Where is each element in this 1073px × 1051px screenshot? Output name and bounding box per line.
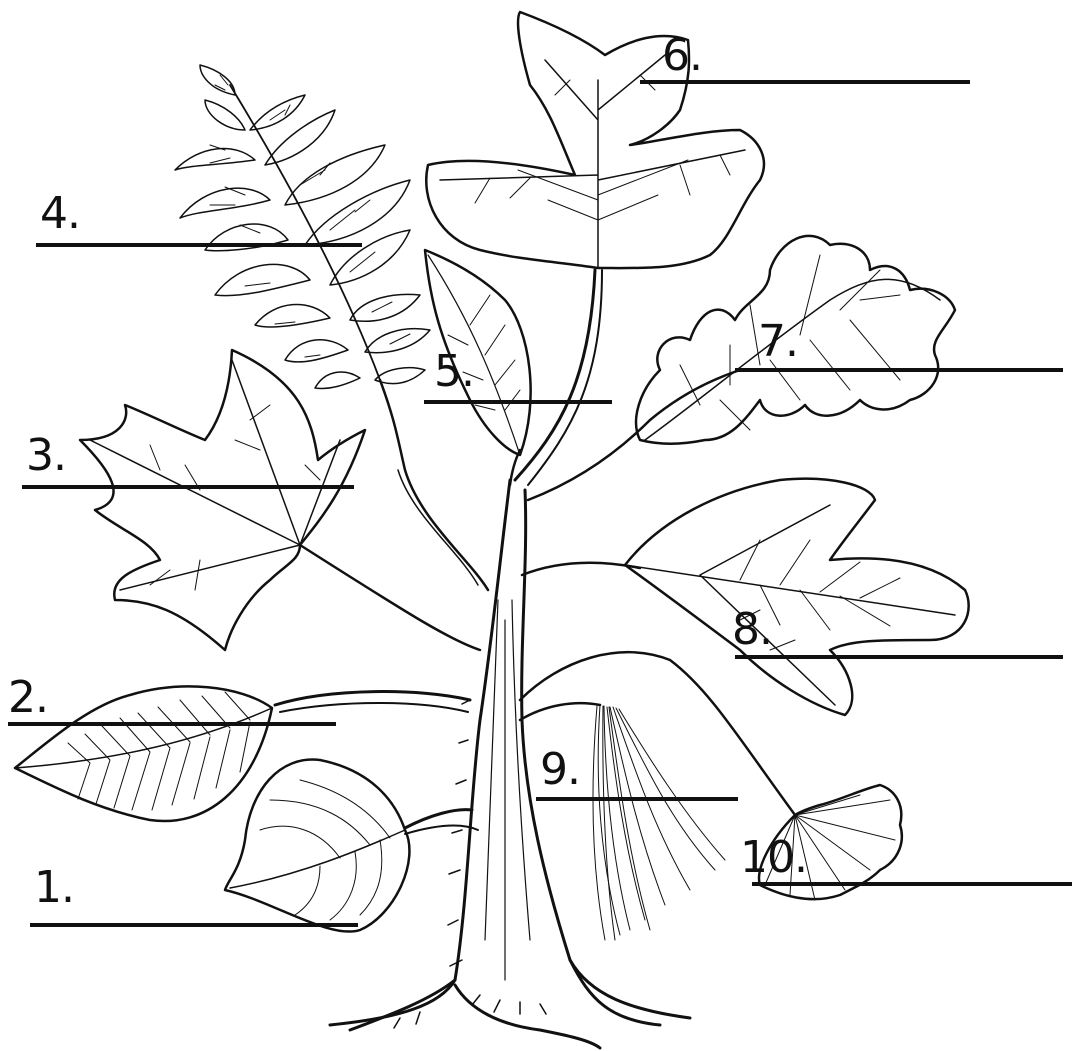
label-9-number: 9. [540,748,580,792]
label-2-number: 2. [8,676,48,720]
leaf-4-illustration [175,65,430,388]
label-1-number: 1. [34,866,74,910]
answer-blank-9[interactable] [536,797,738,801]
leaf-1-illustration [225,760,409,932]
label-7-number: 7. [758,320,798,364]
label-4-number: 4. [40,192,80,236]
tree-trunk [330,480,690,1048]
answer-blank-6[interactable] [640,80,970,84]
answer-blank-7[interactable] [735,368,1063,372]
leaf-8-illustration [625,479,969,715]
label-3-number: 3. [26,434,66,478]
leaf-9-illustration [593,705,725,940]
label-8-number: 8. [732,608,772,652]
label-6-number: 6. [662,34,702,78]
tree-branches [275,270,795,834]
answer-blank-8[interactable] [735,655,1063,659]
answer-blank-10[interactable] [752,882,1072,886]
leaf-3-illustration [80,350,365,650]
answer-blank-1[interactable] [30,923,358,927]
answer-blank-3[interactable] [22,485,354,489]
leaf-2-illustration [15,686,272,821]
label-10-number: 10. [740,836,807,880]
label-5-number: 5. [434,350,474,394]
answer-blank-2[interactable] [8,722,336,726]
answer-blank-4[interactable] [36,243,362,247]
answer-blank-5[interactable] [424,400,612,404]
leaf-6-illustration [426,12,764,268]
